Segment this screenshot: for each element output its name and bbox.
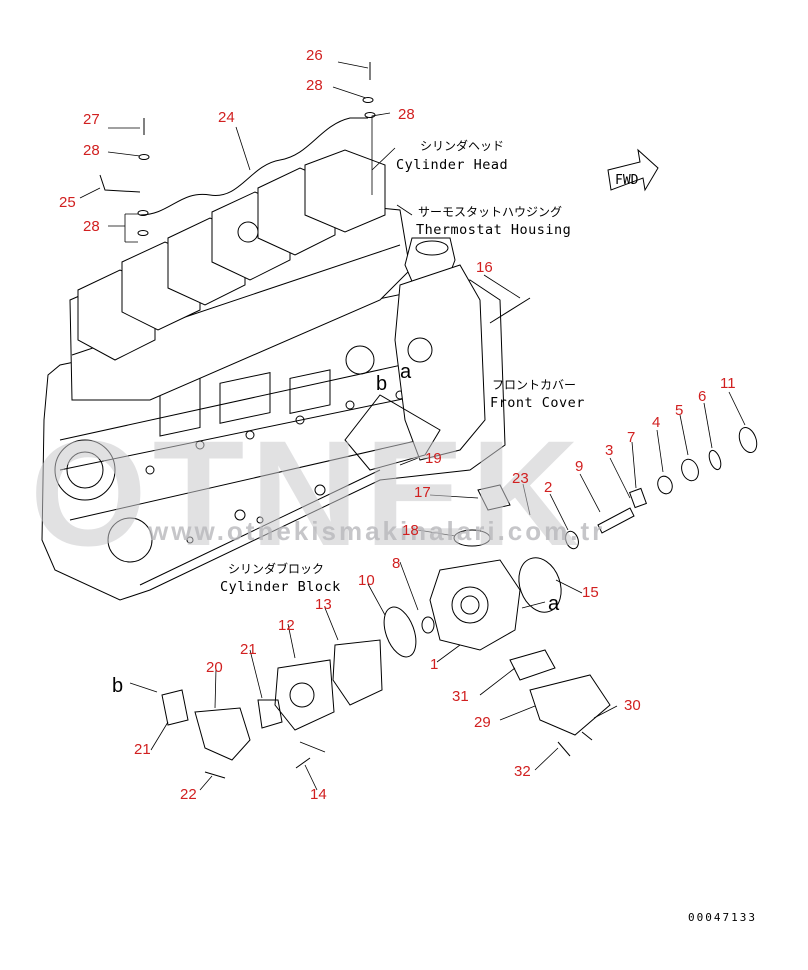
drawing-code: 00047133 <box>688 911 757 924</box>
callout-10: 10 <box>358 572 375 589</box>
callout-28: 28 <box>398 106 415 123</box>
part-10-impeller <box>383 606 417 658</box>
forward-arrow-label: FWD <box>615 173 639 188</box>
ref-b-upper: b <box>376 373 387 395</box>
callout-9: 9 <box>575 458 583 475</box>
part-14-bolt <box>295 757 311 769</box>
callout-6: 6 <box>698 388 706 405</box>
callout-14: 14 <box>310 786 327 803</box>
callouts: 26 28 28 27 24 28 25 28 16 11 6 5 4 7 3 … <box>59 47 736 803</box>
callout-27: 27 <box>83 111 100 128</box>
callout-26: 26 <box>306 47 323 64</box>
callout-16: 16 <box>476 259 493 276</box>
part-21-gasket-right <box>257 699 283 729</box>
callout-19: 19 <box>425 450 442 467</box>
part-7-spacer <box>628 487 648 509</box>
callout-21: 21 <box>240 641 257 658</box>
part-6-ring <box>708 449 722 471</box>
part-1-pump-body <box>429 559 521 651</box>
part-15-oring <box>518 557 562 613</box>
valve-covers <box>77 149 386 361</box>
engine-assembly <box>41 117 506 601</box>
part-17-plate <box>477 484 511 511</box>
part-20-elbow <box>194 707 251 761</box>
callout-11: 11 <box>720 375 736 392</box>
part-13-gasket <box>332 639 383 706</box>
callout-12: 12 <box>278 617 295 634</box>
part-18-gasket <box>453 529 491 547</box>
callout-1: 1 <box>430 656 438 673</box>
part-22-bolt <box>204 771 226 779</box>
callout-17: 17 <box>414 484 431 501</box>
watermark-brand: OTNEK <box>30 409 585 577</box>
ref-a-lower: a <box>548 593 560 615</box>
callout-13: 13 <box>315 596 332 613</box>
watermark-url: www.otnekismakinalari.com.tr <box>147 516 605 546</box>
ref-a-upper: a <box>400 361 412 383</box>
label-front-cover-en: Front Cover <box>490 395 585 411</box>
callout-2: 2 <box>544 479 552 496</box>
label-cylinder-head-jp: シリンダヘッド <box>420 138 504 153</box>
part-2-seal <box>565 530 579 550</box>
part-4-bearing <box>657 475 673 495</box>
label-thermostat-en: Thermostat Housing <box>416 222 571 238</box>
callout-28: 28 <box>83 218 100 235</box>
callout-18: 18 <box>402 522 419 539</box>
part-5-bearing <box>681 458 699 482</box>
callout-25: 25 <box>59 194 76 211</box>
callout-4: 4 <box>652 414 660 431</box>
part-30-bolt <box>581 731 593 741</box>
part-31-gasket <box>509 649 556 681</box>
label-cylinder-block-jp: シリンダブロック <box>228 561 324 576</box>
callout-24: 24 <box>218 109 235 126</box>
part-11-cap <box>738 426 758 454</box>
callout-8: 8 <box>392 555 400 572</box>
part-29-elbow <box>529 674 611 736</box>
part-12-cover <box>274 659 335 731</box>
callout-32: 32 <box>514 763 531 780</box>
callout-3: 3 <box>605 442 613 459</box>
leader-lines <box>79 61 746 791</box>
callout-28: 28 <box>306 77 323 94</box>
callout-22: 22 <box>180 786 197 803</box>
part-16-bolt <box>489 297 531 324</box>
callout-31: 31 <box>452 688 469 705</box>
callout-15: 15 <box>582 584 599 601</box>
label-cylinder-head-en: Cylinder Head <box>396 157 508 173</box>
water-pump-parts <box>137 62 758 779</box>
fuel-pipe <box>139 117 368 216</box>
label-front-cover-jp: フロントカバー <box>492 378 576 392</box>
part-32-bolt <box>557 741 571 757</box>
callout-29: 29 <box>474 714 491 731</box>
callout-30: 30 <box>624 697 641 714</box>
callout-28: 28 <box>83 142 100 159</box>
label-thermostat-jp: サーモスタットハウジング <box>418 205 562 219</box>
callout-20: 20 <box>206 659 223 676</box>
ref-b-lower: b <box>112 675 123 697</box>
callout-21: 21 <box>134 741 151 758</box>
front-cover-outline <box>394 264 486 461</box>
label-cylinder-block-en: Cylinder Block <box>220 579 341 595</box>
callout-5: 5 <box>675 402 683 419</box>
callout-23: 23 <box>512 470 529 487</box>
forward-arrow: FWD <box>607 148 659 192</box>
callout-7: 7 <box>627 429 635 446</box>
part-3-shaft <box>597 507 635 534</box>
part-21-gasket-left <box>161 689 189 726</box>
part-8-seal <box>421 616 435 634</box>
